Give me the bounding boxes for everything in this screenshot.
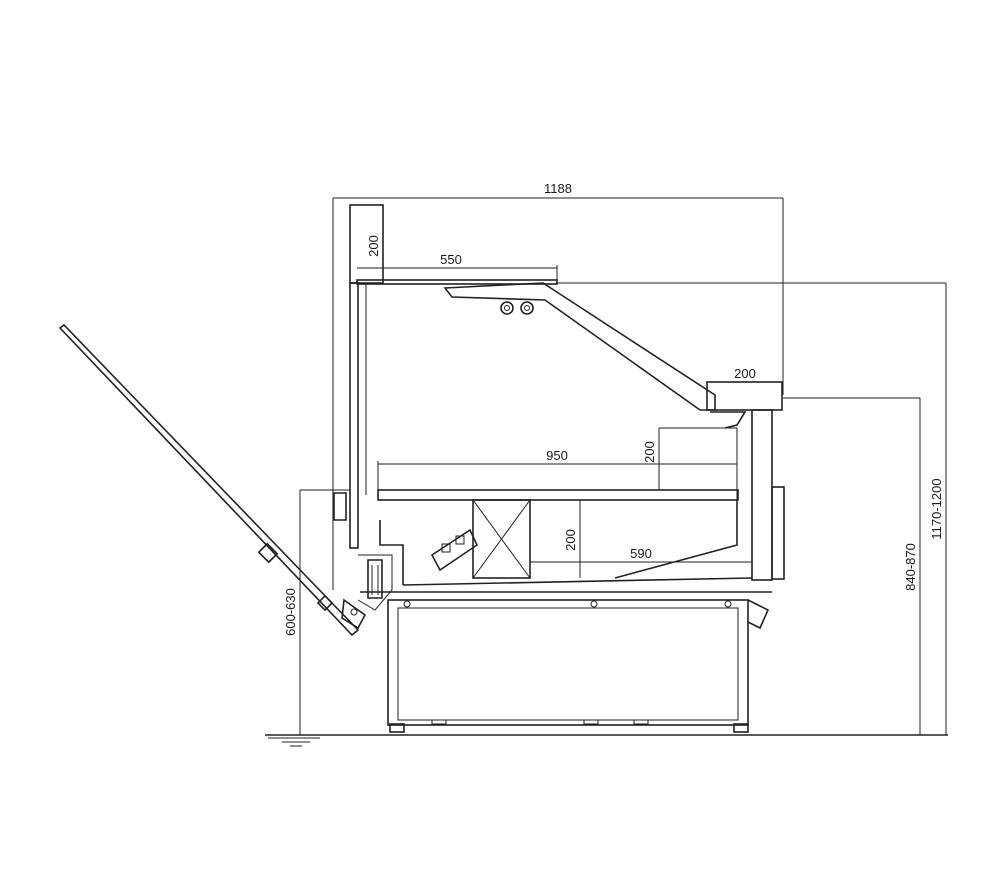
front-top-profile: 200 bbox=[706, 366, 920, 429]
base-cabinet bbox=[387, 599, 770, 733]
dimension-label-canopy-depth: 550 bbox=[440, 252, 462, 267]
dimension-label-well-height: 200 bbox=[563, 529, 578, 551]
dimension-label-working-height: 600-630 bbox=[283, 588, 298, 636]
shelf: 950 200 bbox=[377, 427, 739, 501]
dimension-label-total-width: 1188 bbox=[544, 181, 572, 196]
dimension-label-canopy-height: 200 bbox=[366, 235, 381, 257]
canopy: 200 550 bbox=[349, 204, 558, 285]
front-glass bbox=[443, 282, 946, 411]
dimension-label-shelf-gap: 200 bbox=[642, 441, 657, 463]
dimension-label-well-depth: 590 bbox=[630, 546, 652, 561]
display-well: 200 590 bbox=[379, 499, 753, 586]
rear-mechanism bbox=[333, 492, 393, 630]
rear-post bbox=[349, 282, 367, 549]
dimension-working-height: 600-630 bbox=[283, 489, 350, 735]
dimension-label-shelf-depth: 950 bbox=[546, 448, 568, 463]
dimension-total-width: 1188 bbox=[332, 181, 784, 590]
dimension-label-front-top: 200 bbox=[734, 366, 756, 381]
front-column bbox=[736, 409, 785, 581]
thermometer-unit bbox=[430, 528, 479, 572]
dimension-total-height: 1170-1200 bbox=[929, 283, 947, 735]
dimension-label-counter-height: 840-870 bbox=[903, 543, 918, 591]
floor-line bbox=[265, 734, 948, 747]
rear-door-open bbox=[58, 323, 360, 637]
dimension-counter-height: 840-870 bbox=[903, 398, 921, 735]
dimension-label-total-height: 1170-1200 bbox=[929, 478, 944, 539]
